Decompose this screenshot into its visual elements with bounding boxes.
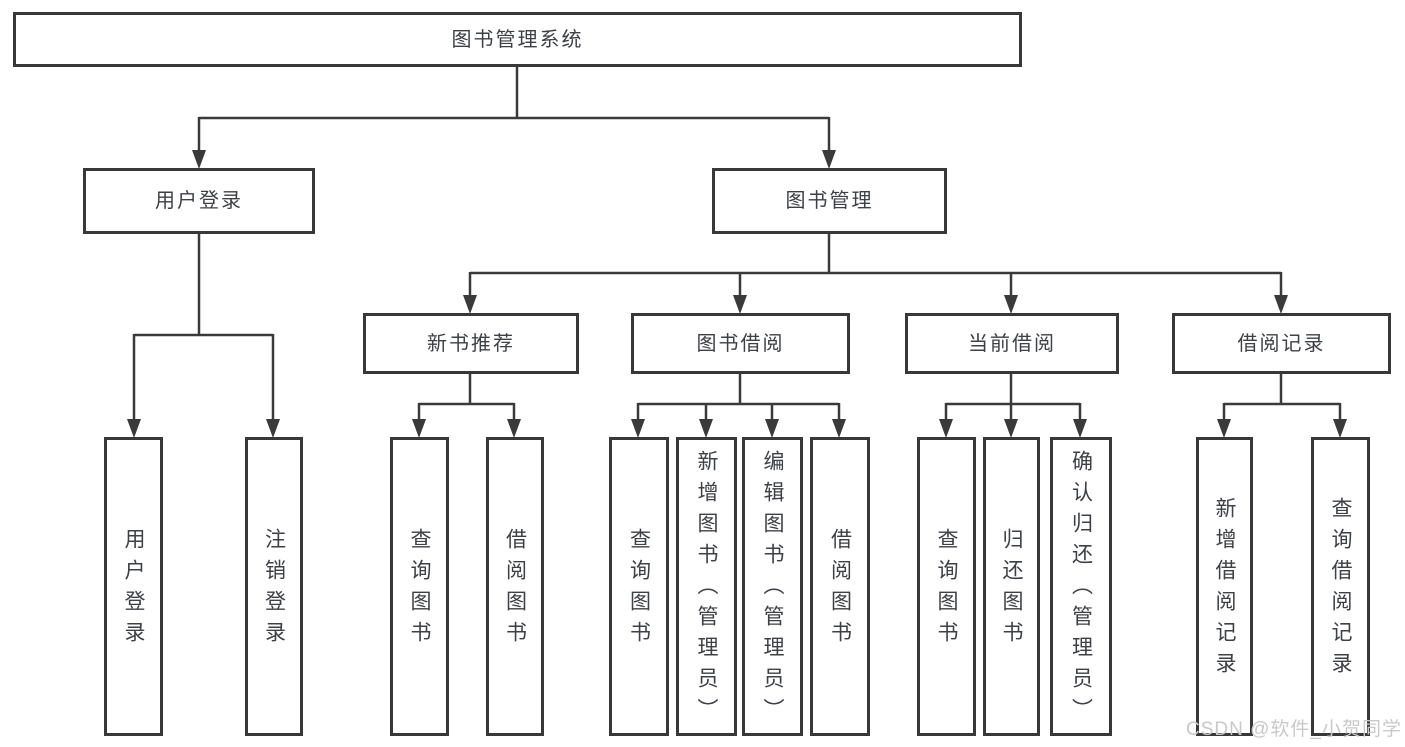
node-user-login: 用户登录 (83, 168, 315, 234)
leaf-edit-books-admin: 编辑图书（管理员） (742, 437, 803, 736)
leaf-current-query-books: 查询图书 (917, 437, 976, 736)
leaf-logout: 注销登录 (245, 437, 303, 736)
leaf-recommend-query-books: 查询图书 (390, 437, 449, 736)
csdn-watermark: CSDN @软件_小贺同学 (1186, 719, 1402, 740)
leaf-query-borrow-record: 查询借阅记录 (1311, 437, 1370, 736)
arrowheads (127, 150, 1347, 438)
leaf-borrow-books: 借阅图书 (810, 437, 870, 736)
leaf-borrow-query-books: 查询图书 (609, 437, 669, 736)
leaf-add-borrow-record: 新增借阅记录 (1196, 437, 1253, 736)
node-book-management: 图书管理 (712, 168, 947, 234)
leaf-recommend-borrow-books: 借阅图书 (486, 437, 544, 736)
node-new-book-recommend: 新书推荐 (363, 313, 579, 374)
leaf-return-books: 归还图书 (983, 437, 1040, 736)
leaf-confirm-return-admin: 确认归还（管理员） (1050, 437, 1112, 736)
node-book-borrow: 图书借阅 (631, 313, 850, 374)
leaf-add-books-admin: 新增图书（管理员） (676, 437, 737, 736)
node-root: 图书管理系统 (13, 12, 1022, 67)
node-current-borrow: 当前借阅 (905, 313, 1119, 374)
node-borrow-records: 借阅记录 (1172, 313, 1391, 374)
leaf-user-login: 用户登录 (104, 437, 163, 736)
